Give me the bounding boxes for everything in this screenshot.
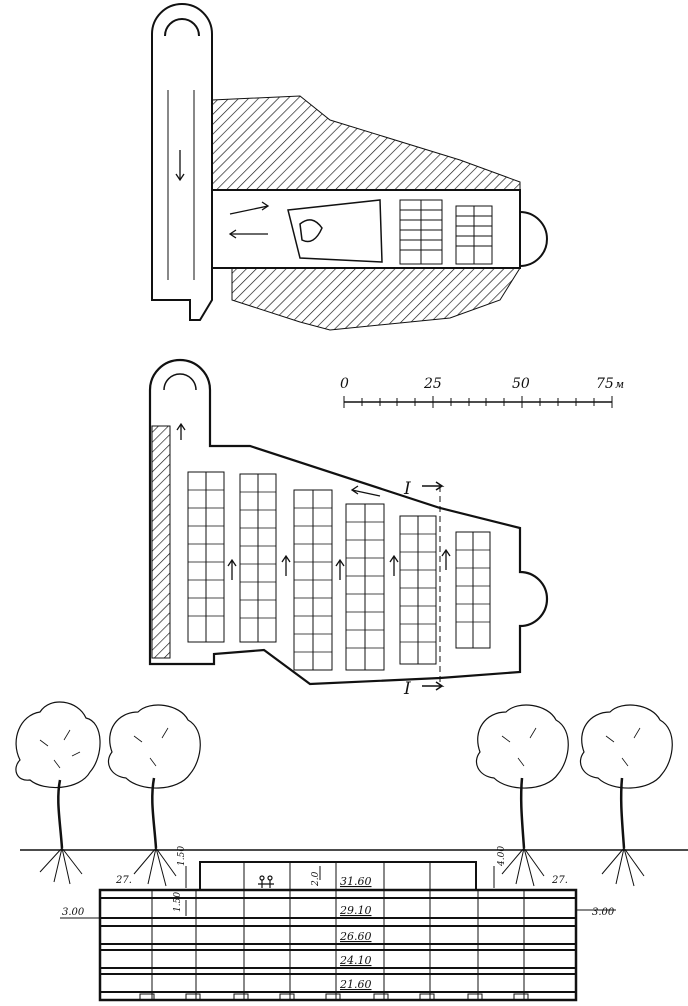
plan2-parking-rows [187,471,491,671]
level-mark: 26.60 [339,930,372,943]
section-dimension-lines [60,866,616,919]
scale-tick-25: 25 [423,376,442,392]
level-mark: 31.60 [340,875,372,888]
dim-left-upper: 1.50 [177,846,187,866]
lower-floor-plan [148,358,549,691]
tree-icon [579,704,673,887]
level-mark: 29.10 [339,904,372,917]
scale-tick-75: 75 [596,376,614,392]
plan-main-hall [212,189,521,269]
plan2-direction-arrows [176,422,451,580]
plan-parking-stalls [399,199,493,265]
ground-level-right: 27. [551,875,568,886]
section-slabs [100,897,576,993]
plan-tower-stair-arc [164,18,200,37]
upper-floor-plan [151,3,548,331]
dim-left-lower: 1.50 [173,892,183,912]
depth-left: 3.00 [62,907,85,918]
level-mark: 21.60 [339,978,372,991]
building-section [20,849,688,1002]
depth-right: 3.00 [592,907,615,918]
section-body [98,888,578,1002]
scale-unit: м [615,378,624,391]
section-mark-top: I [403,479,411,499]
scale-tick-0: 0 [340,376,349,392]
plan2-stall-lines [188,489,490,653]
tree-icon [107,704,201,887]
section-cut-markers [422,481,445,691]
plan-hatched-mass-bottom [231,267,521,331]
tree-icon [15,701,101,885]
plan-central-island [287,199,383,263]
dim-roof: 2.0 [311,871,321,887]
section-foundation [139,993,529,1000]
section-mark-bottom: I [403,679,411,699]
scale-tick-50: 50 [512,376,530,392]
dim-right-upper: 4.00 [497,846,507,867]
plan2-ramp-strip [151,425,171,659]
scale-bar [343,396,613,408]
section-pavilion [199,861,477,891]
people-icon [258,875,274,888]
ground-level-left: 27. [115,875,132,886]
plan-rounded-end [519,211,548,267]
tree-icon [475,704,569,887]
trees [15,701,673,887]
plan2-outline [148,358,549,686]
level-mark: 24.10 [339,954,372,967]
plan-flow-arrows [175,150,270,239]
section-columns [151,862,525,1000]
plan-entrance-tower [151,3,213,321]
scale-bar-minor-ticks [343,396,613,408]
plan-hatched-mass-top [211,95,521,191]
plan2-tower-arc [163,373,197,391]
plan-island-loop [299,219,323,243]
